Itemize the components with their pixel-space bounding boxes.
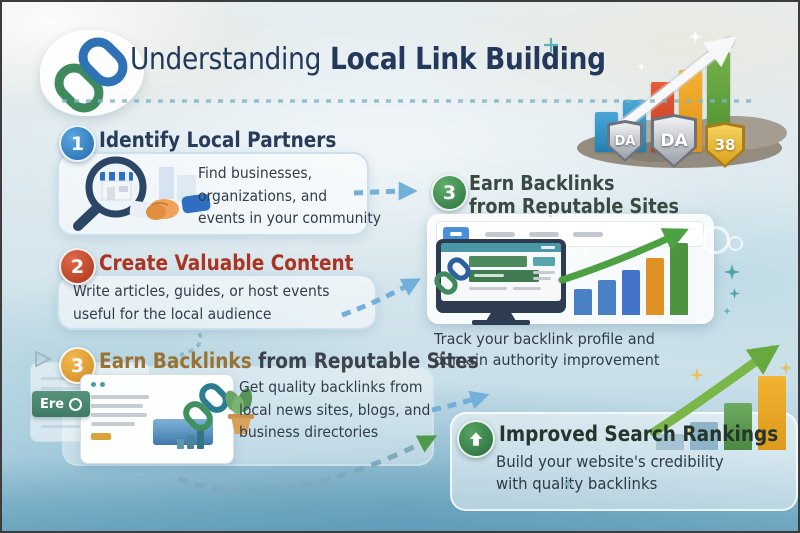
track-step-number: 3 (431, 174, 468, 211)
step-3-title-accent: Earn Backlinks (99, 349, 252, 373)
track-step-title: Earn Backlinks from Reputable Sites (469, 171, 680, 219)
rankings-chart-illustration (650, 334, 798, 454)
up-arrow-icon (457, 420, 495, 458)
browser-button (443, 227, 469, 241)
plant-icon (222, 386, 260, 444)
sparkle-icon (729, 288, 740, 299)
sparkle-icon (686, 428, 694, 436)
bubble-ring (728, 236, 743, 251)
growth-arrow-icon (558, 228, 689, 284)
rank-bar-1 (656, 434, 684, 450)
title-regular: Understanding (130, 42, 322, 77)
step-1-description: Find businesses, organizations, and even… (198, 164, 382, 227)
browser-backlink-icon (80, 374, 234, 464)
step-3-title-rest: from Reputable Sites (251, 349, 479, 373)
title-bold: Local Link Building (321, 42, 606, 77)
sparkle-icon (637, 62, 646, 71)
target-dot-icon (69, 397, 83, 411)
sparkle-icon (580, 247, 591, 258)
growth-arrow-icon (650, 344, 780, 437)
chart-bar (622, 270, 640, 315)
step-2-title: Create Valuable Content (99, 251, 354, 275)
monitor-screen (441, 243, 561, 301)
step-3-title: Earn Backlinks from Reputable Sites (99, 349, 530, 373)
bubble-ring (702, 226, 730, 254)
monitor-analytics-icon (427, 214, 714, 325)
content-tag-label: Ere (39, 396, 65, 412)
badge-label: DA (614, 133, 636, 149)
chart-bar (598, 280, 616, 315)
sparkle-icon (664, 301, 671, 308)
rank-bar-4 (758, 376, 786, 450)
rank-bar-2 (690, 422, 718, 450)
rank-bar-3 (724, 403, 752, 450)
chart-bar (646, 258, 664, 315)
monitor-frame (434, 239, 566, 325)
step-1-number: 1 (59, 125, 96, 162)
outcome-title: Improved Search Rankings (499, 422, 779, 446)
badge-label: 38 (714, 136, 736, 154)
header-icon-blob (40, 30, 144, 116)
sparkle-icon (724, 264, 740, 280)
badge-label: DA (660, 131, 688, 151)
step-1-title: Identify Local Partners (99, 128, 337, 152)
magnifier-storefront-handshake-icon (64, 153, 226, 232)
outcome-description: Build your website's credibility with qu… (496, 452, 724, 493)
page-title: Understanding Local Link Building (130, 42, 671, 77)
sparkle-icon (662, 253, 670, 261)
mini-bar (187, 435, 194, 449)
sparkle-icon (723, 307, 731, 315)
mini-bar (177, 439, 184, 449)
step-2-card (57, 274, 377, 330)
step-2-number: 2 (59, 248, 96, 285)
chain-link-icon (434, 257, 471, 295)
growth-arrow-icon (612, 35, 737, 135)
chain-link-icon (54, 37, 128, 113)
connector-step3-to-outcome-short (431, 390, 490, 413)
chart-bar (574, 289, 592, 315)
step-2-description: Write articles, guides, or host events u… (73, 282, 330, 323)
step-3-description: Get quality backlinks from local news si… (239, 378, 431, 441)
content-tag: Ere (32, 391, 90, 417)
chart-bar (670, 243, 688, 315)
track-caption: Track your backlink profile and domain a… (434, 330, 660, 369)
chain-link-icon (183, 383, 229, 431)
